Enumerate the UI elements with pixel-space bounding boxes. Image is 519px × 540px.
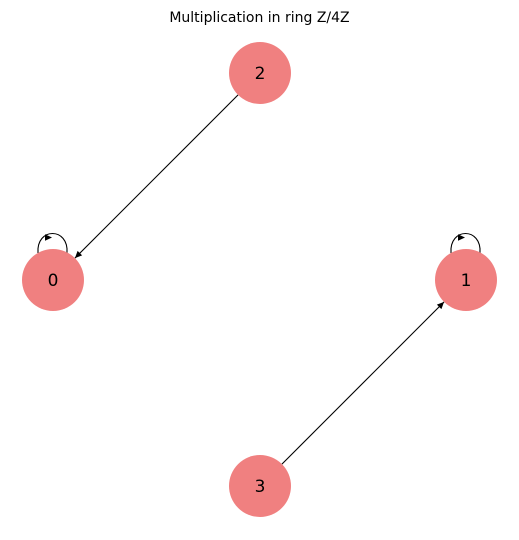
self-loop-line — [37, 232, 68, 254]
nodes-layer: 0 1 2 3 — [22, 42, 497, 517]
edge-3-to-1 — [281, 301, 445, 465]
edges-layer — [37, 94, 481, 465]
node-0: 0 — [22, 249, 84, 311]
node-circle — [229, 455, 291, 517]
edge-2-to-0 — [74, 94, 239, 259]
node-circle — [229, 42, 291, 104]
edge-line — [281, 301, 445, 465]
edge-line — [74, 94, 239, 259]
node-label: 0 — [48, 271, 59, 291]
node-circle — [22, 249, 84, 311]
self-loop-arrowhead — [458, 234, 465, 241]
node-2: 2 — [229, 42, 291, 104]
node-circle — [435, 249, 497, 311]
self-loop-line — [450, 232, 481, 254]
figure-title: Multiplication in ring Z/4Z — [169, 10, 349, 26]
self-loop-arrowhead — [45, 234, 52, 241]
edge-arrowhead — [436, 301, 445, 310]
edge-0-to-0 — [37, 232, 68, 254]
edge-1-to-1 — [450, 232, 481, 254]
node-3: 3 — [229, 455, 291, 517]
edge-arrowhead — [74, 250, 83, 259]
node-label: 2 — [255, 64, 266, 84]
node-1: 1 — [435, 249, 497, 311]
node-label: 1 — [461, 271, 472, 291]
node-label: 3 — [255, 477, 266, 497]
